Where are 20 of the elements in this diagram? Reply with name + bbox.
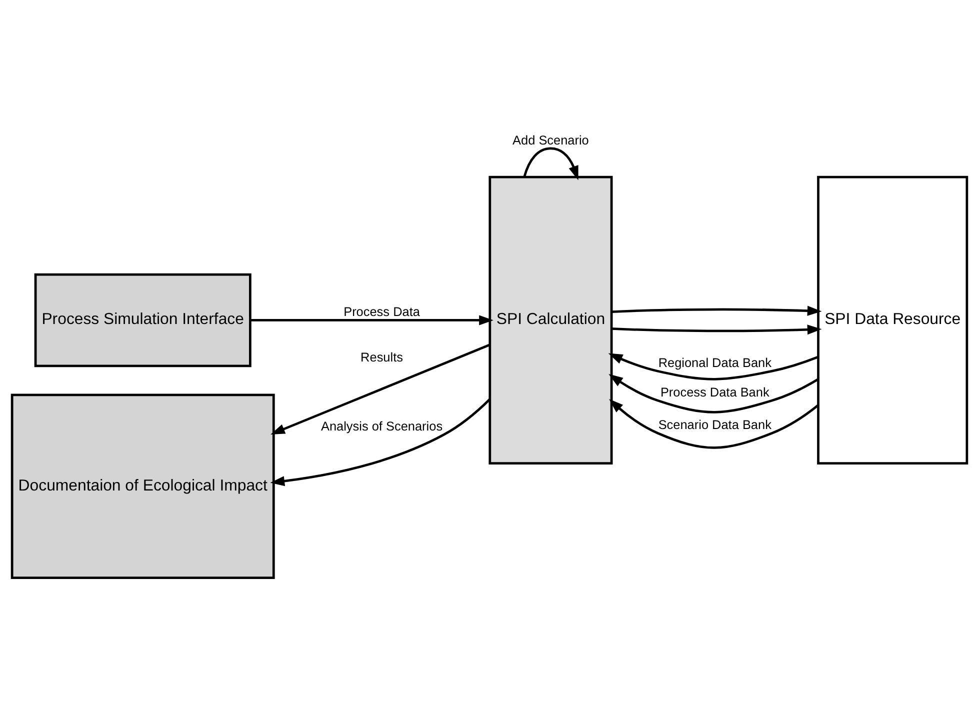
arrow bbox=[250, 314, 494, 325]
edge-label: Results bbox=[360, 348, 403, 364]
arrow bbox=[270, 343, 490, 434]
node-box: SPI Data Resource bbox=[817, 175, 968, 464]
arrow bbox=[608, 373, 819, 413]
node-box: SPI Calculation bbox=[488, 175, 613, 464]
edge-label: Process Data bbox=[344, 304, 420, 319]
arrow bbox=[612, 305, 822, 316]
arrow bbox=[608, 352, 818, 380]
edge-label: Scenario Data Bank bbox=[658, 416, 772, 432]
arrow bbox=[609, 398, 819, 448]
arrow bbox=[270, 398, 490, 486]
node-box: Process Simulation Interface bbox=[34, 272, 252, 367]
node-box: Documentaion of Ecological Impact bbox=[10, 393, 275, 579]
edge-label: Analysis of Scenarios bbox=[320, 418, 443, 434]
arrow bbox=[612, 324, 822, 334]
arrow bbox=[523, 146, 578, 180]
edge-label: Add Scenario bbox=[512, 132, 589, 147]
edge-label: Regional Data Bank bbox=[658, 354, 772, 370]
edge-label: Process Data Bank bbox=[660, 384, 770, 399]
